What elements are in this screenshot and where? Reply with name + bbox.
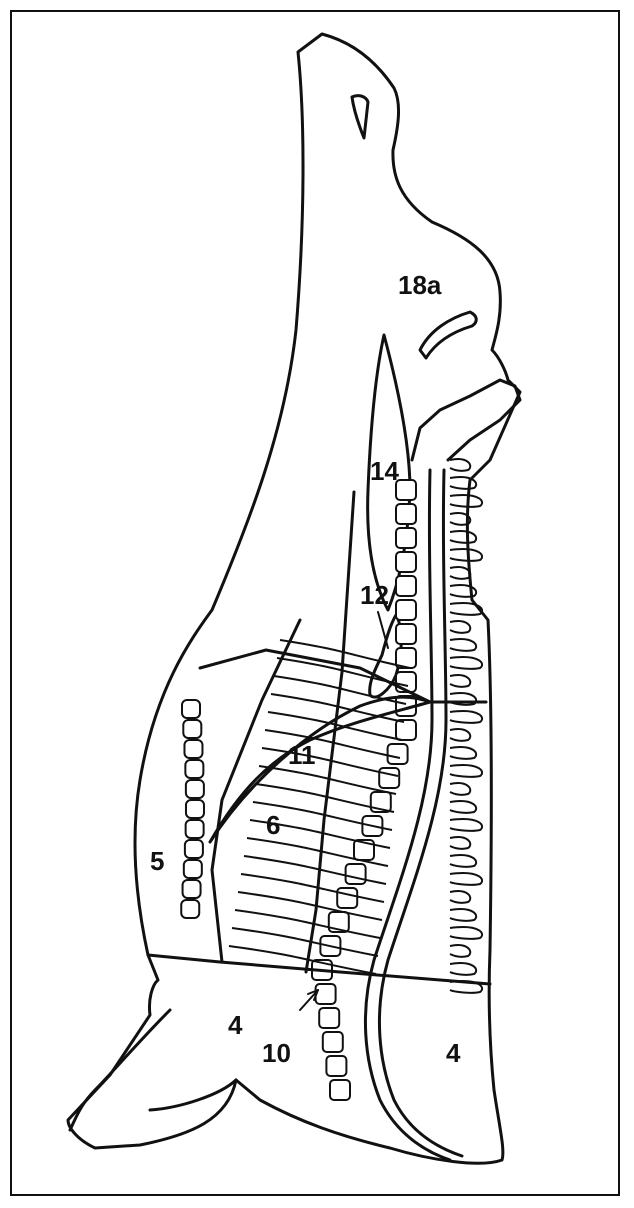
vertebra (396, 552, 416, 572)
spinous-process (450, 819, 482, 831)
spinous-process (450, 495, 482, 507)
spinous-process (450, 963, 476, 975)
spinous-process (450, 801, 476, 813)
sternum-segment (185, 760, 203, 778)
spinous-process (450, 765, 482, 777)
vertebra (316, 984, 336, 1004)
spinous-process (450, 927, 482, 939)
vertebra (396, 480, 416, 500)
sternum-segment (183, 720, 201, 738)
label-5: 5 (150, 846, 164, 876)
spinous-process (450, 837, 470, 849)
label-4-left: 4 (228, 1010, 243, 1040)
spinous-process (450, 477, 476, 489)
spinous-process (450, 531, 476, 543)
spinous-process (450, 639, 476, 651)
vertebra (396, 600, 416, 620)
vertebra (396, 504, 416, 524)
vertebra (396, 720, 416, 740)
label-18a: 18a (398, 270, 442, 300)
label-14: 14 (370, 456, 399, 486)
vertebra (346, 864, 366, 884)
vertebra (396, 528, 416, 548)
spinous-process (450, 675, 470, 687)
spinous-process (450, 855, 476, 867)
sternum-segment (186, 800, 204, 818)
spinous-process (450, 549, 482, 561)
vertebra (326, 1056, 346, 1076)
sternum-segment (183, 880, 201, 898)
spinous-process (450, 459, 470, 471)
spinous-process (450, 873, 482, 885)
pelvic-bone (420, 312, 476, 358)
sternum-segments (181, 700, 204, 918)
cut-line-rib-left (212, 620, 300, 962)
vertebra (396, 576, 416, 596)
spinous-process (450, 945, 470, 957)
cut-line-vertical (342, 492, 354, 672)
vertebra (396, 624, 416, 644)
spinous-processes (450, 459, 482, 993)
leg-shaft (70, 1010, 170, 1130)
label-6: 6 (266, 810, 280, 840)
spinous-process (450, 657, 482, 669)
vertebra (323, 1032, 343, 1052)
vertebra (319, 1008, 339, 1028)
spinous-process (450, 621, 470, 633)
sternum-segment (184, 740, 202, 758)
sternum-segment (181, 900, 199, 918)
spinous-process (450, 747, 476, 759)
spinous-process (450, 729, 470, 741)
spinous-process (450, 783, 470, 795)
sternum-segment (185, 840, 203, 858)
upper-vertebrae-edge (412, 380, 520, 460)
carcass-outline (68, 34, 520, 1163)
vertebra (337, 888, 357, 908)
shank-hole (352, 96, 368, 138)
spinous-process (450, 711, 482, 723)
label-12: 12 (360, 580, 389, 610)
vertebra (330, 1080, 350, 1100)
arrow-12 (378, 612, 388, 648)
sternum-segment (186, 820, 204, 838)
sternum-segment (184, 860, 202, 878)
sternum-segment (182, 700, 200, 718)
spinous-process (450, 891, 470, 903)
spinous-process (450, 909, 476, 921)
label-10: 10 (262, 1038, 291, 1068)
spinous-process (450, 567, 470, 579)
label-11: 11 (288, 740, 316, 770)
sternum-segment (186, 780, 204, 798)
label-4-right: 4 (446, 1038, 461, 1068)
vertebra (388, 744, 408, 764)
vertebra (379, 768, 399, 788)
